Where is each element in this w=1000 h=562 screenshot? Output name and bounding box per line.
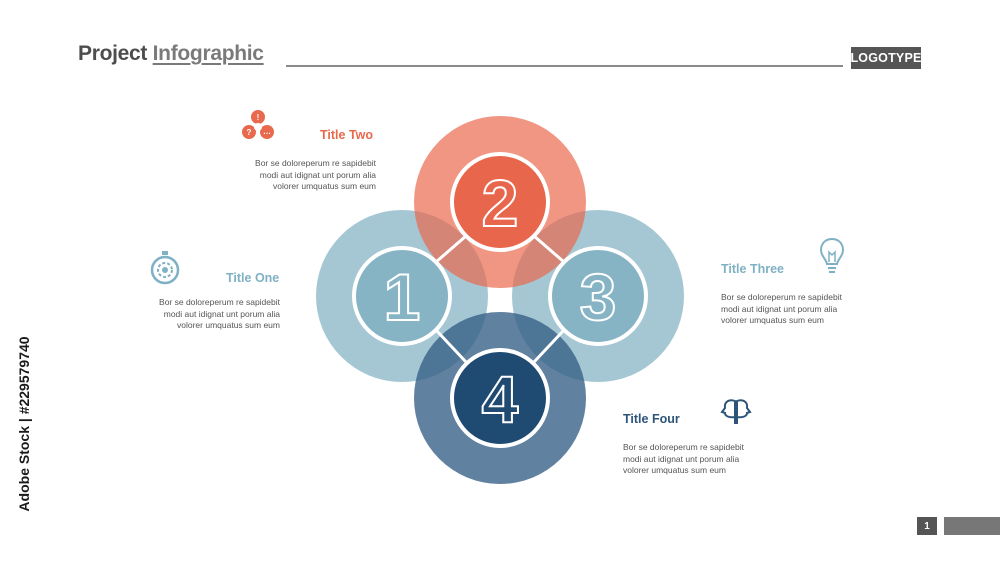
header-divider — [286, 65, 843, 67]
svg-text:…: … — [263, 127, 271, 136]
question-idea-icon: ! ? … — [242, 110, 274, 139]
title-one: Title One — [226, 271, 280, 285]
page-number: 1 — [917, 517, 937, 535]
logotype-badge: LOGOTYPE — [850, 47, 921, 69]
lightbulb-icon — [819, 237, 845, 273]
text-four: Bor se doloreperum re sapidebit modi aut… — [623, 442, 744, 475]
two-heads-icon — [720, 399, 752, 424]
page-title: Project Infographic — [78, 42, 264, 66]
title-two: Title Two — [320, 128, 374, 142]
number-three: 3 — [580, 260, 617, 334]
text-two: Bor se doloreperum re sapidebit modi aut… — [255, 158, 376, 191]
inner-circle-one — [352, 246, 452, 346]
title-three: Title Three — [721, 262, 784, 276]
text-three: Bor se doloreperum re sapidebit modi aut… — [721, 292, 842, 325]
number-two: 2 — [482, 166, 519, 240]
text-one: Bor se doloreperum re sapidebit modi aut… — [159, 297, 280, 330]
inner-circle-four — [450, 348, 550, 448]
svg-text:!: ! — [257, 113, 260, 122]
number-one: 1 — [384, 260, 421, 334]
title-four: Title Four — [623, 412, 680, 426]
page-title-part1: Project — [78, 42, 148, 65]
page-title-part2: Infographic — [152, 42, 264, 65]
number-four: 4 — [482, 362, 519, 436]
inner-circle-three — [548, 246, 648, 346]
stopwatch-icon — [150, 251, 180, 285]
page-bar — [944, 517, 1000, 535]
inner-circle-two — [450, 152, 550, 252]
svg-text:?: ? — [247, 128, 252, 137]
